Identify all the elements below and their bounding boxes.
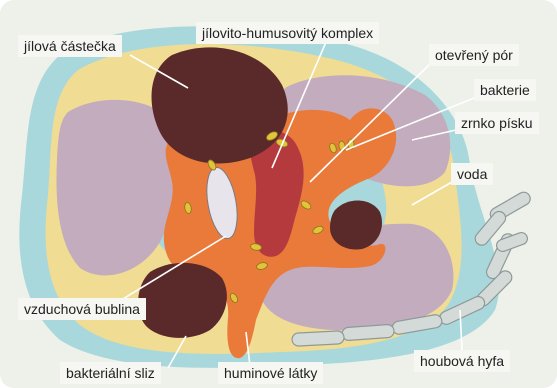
label-bacteria: bakterie [474,79,536,101]
hypha-cell [342,324,395,341]
label-clay-humus-complex: jílovito-humusovitý komplex [196,22,379,44]
hypha-cell [292,331,345,347]
label-humic-substances: huminové látky [218,362,323,384]
hypha-cell [495,231,529,253]
label-fungal-hypha: houbová hyfa [414,350,510,372]
label-bacterial-slime: bakteriální sliz [60,362,161,384]
label-water: voda [451,163,493,185]
label-open-pore: otevřený pór [429,44,519,66]
clay-particle-bottom [138,263,227,338]
label-air-bubble: vzduchová bublina [18,298,146,320]
label-sand-grain: zrnko písku [455,112,539,134]
label-clay-particle: jílová částečka [18,35,122,57]
